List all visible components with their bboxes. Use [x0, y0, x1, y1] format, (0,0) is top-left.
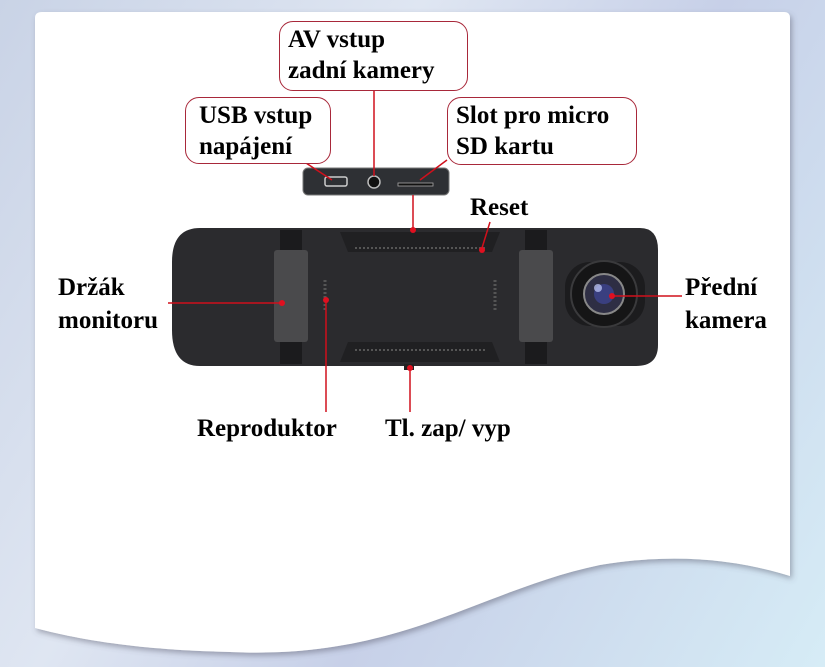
sd-slot-icon	[397, 182, 434, 187]
av-jack-icon	[367, 175, 381, 189]
label-holder-line2: monitoru	[58, 307, 158, 334]
usb-port-icon	[324, 176, 348, 187]
label-front-camera-line2: kamera	[685, 307, 767, 334]
sd-slot-line2: SD kartu	[456, 133, 554, 160]
label-reset: Reset	[470, 194, 529, 221]
av-input-line1: AV vstup	[288, 26, 386, 53]
pointer-lines	[168, 90, 682, 412]
pointer-dots	[279, 227, 615, 371]
av-input-line2: zadní kamery	[288, 57, 435, 84]
label-front-camera-line1: Přední	[685, 274, 758, 301]
port-module	[302, 167, 450, 196]
usb-input-line2: napájení	[199, 133, 293, 160]
mirror-body	[172, 228, 658, 370]
sd-slot-line1: Slot pro micro	[456, 102, 610, 129]
callout-usb-input: USB vstup napájení	[185, 97, 331, 164]
callout-av-input: AV vstup zadní kamery	[279, 21, 468, 91]
label-holder-line1: Držák	[58, 274, 125, 301]
label-power-button: Tl. zap/ vyp	[385, 415, 511, 442]
label-speaker: Reproduktor	[197, 415, 337, 442]
usb-input-line1: USB vstup	[199, 102, 313, 129]
callout-sd-slot: Slot pro micro SD kartu	[447, 97, 637, 165]
